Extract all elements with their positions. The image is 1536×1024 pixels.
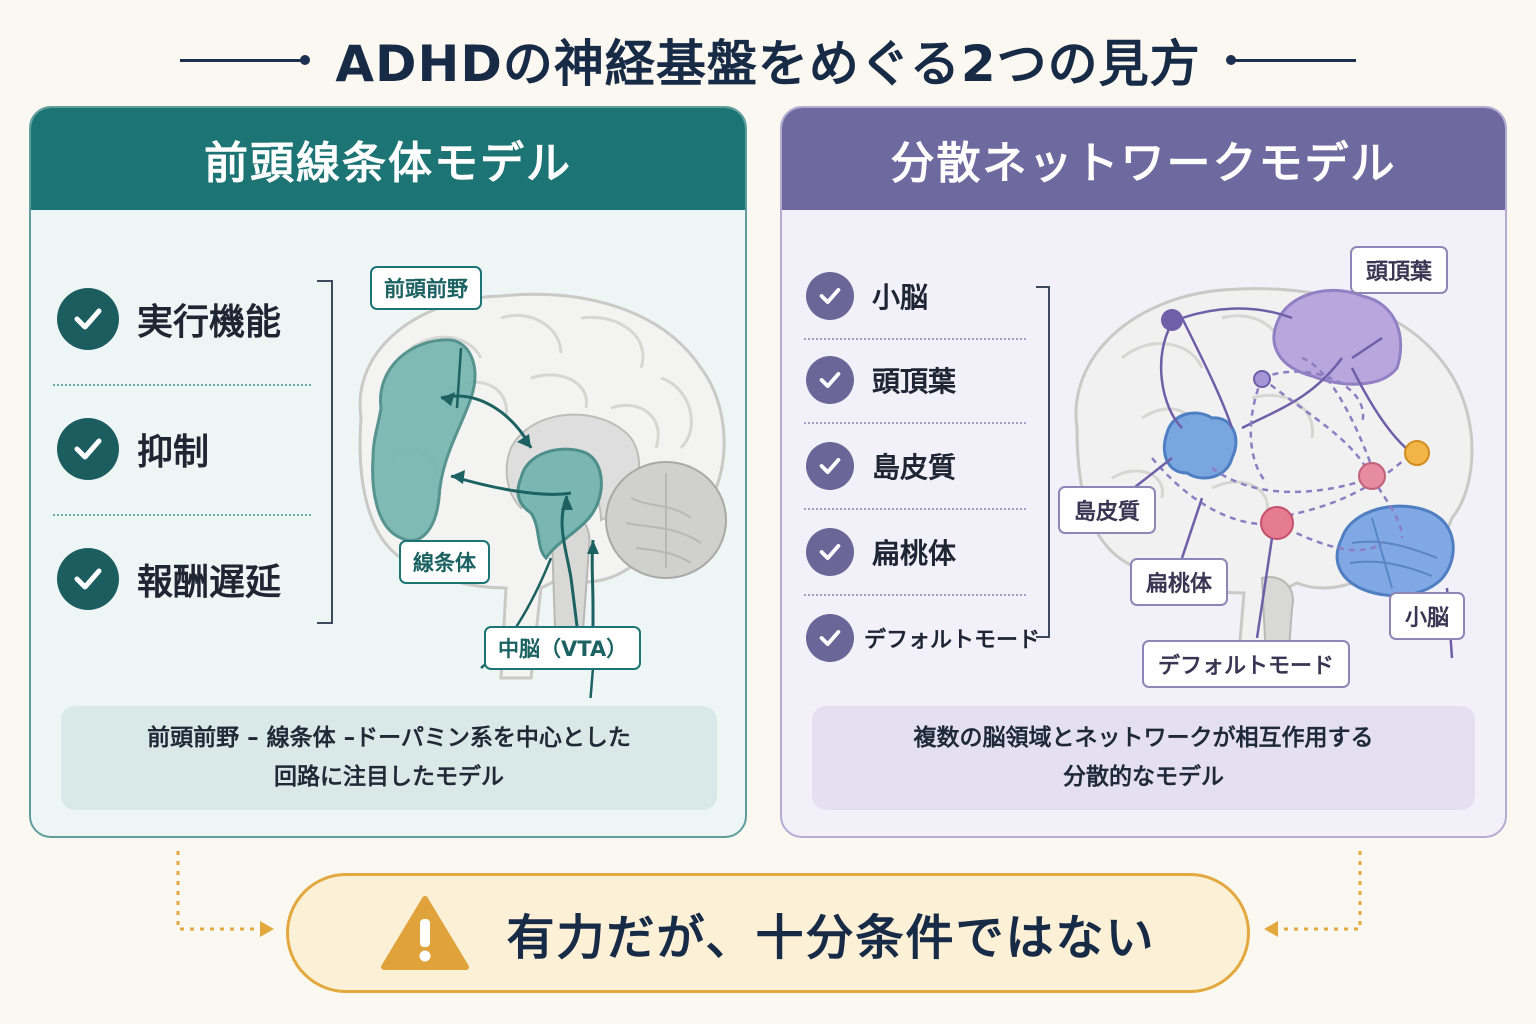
checklist-item-cerebellum: 小脳 [806, 272, 928, 320]
checklist-item-label: 頭頂葉 [872, 365, 957, 398]
frontostriatal-panel-header: 前頭線条体モデル [31, 108, 745, 210]
checklist-divider [53, 514, 311, 516]
distributed-panel-header: 分散ネットワークモデル [782, 108, 1505, 210]
checklist-divider [804, 508, 1026, 510]
region-tag-parietal: 頭頂葉 [1350, 246, 1449, 294]
network-node [1358, 462, 1386, 490]
checklist-divider [804, 338, 1026, 340]
region-tag-cerebellum: 小脳 [1389, 592, 1466, 640]
checklist-item-inhibition: 抑制 [57, 418, 209, 480]
checklist-item-label: 小脳 [872, 281, 929, 314]
warning-icon [381, 896, 470, 970]
checklist-bracket [1036, 286, 1050, 638]
distributed-summary: 複数の脳領域とネットワークが相互作用する 分散的なモデル [812, 706, 1475, 810]
summary-line: 回路に注目したモデル [273, 764, 504, 790]
summary-line: 前頭前野 – 線条体 –ドーパミン系を中心とした [147, 724, 631, 751]
prefrontal-region [371, 338, 477, 542]
striatum-region [516, 447, 603, 561]
checklist-divider [804, 594, 1026, 596]
checklist-item-label: 扁桃体 [872, 537, 957, 570]
network-connections [1151, 307, 1413, 552]
checklist-item-label: 抑制 [137, 432, 210, 473]
region-tag-amygdala: 扁桃体 [1130, 558, 1229, 606]
page-title: ADHDの神経基盤をめぐる2つの見方 [335, 35, 1201, 93]
checklist-item-parietal: 頭頂葉 [806, 356, 956, 404]
network-node [1253, 370, 1271, 388]
checklist-divider [53, 384, 311, 386]
checklist-item-executive: 実行機能 [57, 288, 281, 350]
region-tag-dmn: デフォルトモード [1142, 640, 1351, 688]
frontostriatal-summary: 前頭前野 – 線条体 –ドーパミン系を中心とした 回路に注目したモデル [61, 706, 717, 810]
checklist-item-label: 実行機能 [137, 302, 282, 343]
region-tag-striatum: 線条体 [399, 540, 490, 584]
amygdala-node [1260, 506, 1294, 540]
check-icon [806, 442, 854, 490]
title-rule-left [180, 54, 311, 65]
check-icon [806, 272, 854, 320]
left-dotted-arrow-icon [176, 851, 274, 937]
checklist-bracket [317, 280, 333, 624]
check-icon [806, 356, 854, 404]
check-icon [57, 288, 119, 350]
insula-region [1162, 411, 1238, 480]
frontostriatal-model-panel: 前頭線条体モデル 実行機能 抑制 報酬遅延 [29, 106, 747, 838]
distributed-network-panel: 分散ネットワークモデル 小脳 頭頂葉 島皮質 扁桃体 [780, 106, 1507, 838]
conclusion-box: 有力だが、十分条件ではない [286, 873, 1250, 993]
region-tag-insula: 島皮質 [1058, 486, 1157, 534]
check-icon [57, 418, 119, 480]
checklist-item-insula: 島皮質 [806, 442, 956, 490]
summary-line: 分散的なモデル [1063, 764, 1224, 790]
check-icon [806, 528, 854, 576]
checklist-item-label: デフォルトモード [864, 628, 1041, 653]
check-icon [806, 614, 854, 662]
checklist-item-amygdala: 扁桃体 [806, 528, 956, 576]
summary-line: 複数の脳領域とネットワークが相互作用する [913, 724, 1374, 751]
check-icon [57, 548, 119, 610]
checklist-divider [804, 422, 1026, 424]
right-dotted-arrow-icon [1264, 851, 1362, 937]
title-rule-right [1225, 54, 1356, 65]
checklist-item-reward-delay: 報酬遅延 [57, 548, 281, 610]
striatum-pfc-arrow [450, 474, 572, 496]
network-node [1404, 440, 1430, 466]
region-tag-pfc: 前頭前野 [370, 266, 482, 310]
checklist-item-default-mode: デフォルトモード [806, 614, 1040, 662]
checklist-item-label: 島皮質 [872, 451, 957, 484]
conclusion-text: 有力だが、十分条件ではない [506, 910, 1156, 966]
checklist-item-label: 報酬遅延 [137, 562, 282, 603]
title-row: ADHDの神経基盤をめぐる2つの見方 [0, 22, 1536, 98]
network-node [1161, 309, 1183, 331]
region-tag-midbrain: 中脳（VTA） [484, 626, 642, 670]
